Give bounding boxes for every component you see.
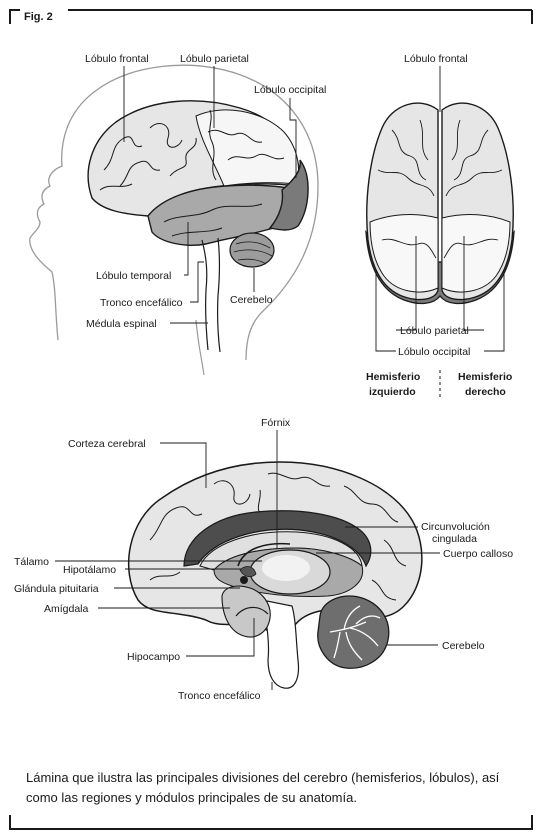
hippocampus-curve <box>235 606 269 617</box>
left-hemisphere-label-line1: Hemisferio <box>366 371 420 383</box>
sagittal-cerebellum <box>317 595 390 669</box>
label-hippocampus: Hipocampo <box>127 651 180 663</box>
frame-brackets <box>9 9 533 830</box>
temporal-folds <box>163 203 263 237</box>
label-cerebellum: Cerebelo <box>230 294 273 306</box>
topview-label-parietal: Lóbulo parietal <box>400 325 469 337</box>
amygdala-hippocampus-region <box>221 585 271 638</box>
label-cerebellum-bottom: Cerebelo <box>442 640 485 652</box>
figure-caption: Lámina que ilustra las principales divis… <box>26 770 500 805</box>
label-temporal-lobe: Lóbulo temporal <box>96 270 171 282</box>
cerebellum-folds <box>233 241 273 265</box>
label-parietal-lobe: Lóbulo parietal <box>180 53 249 65</box>
label-corpus-callosum: Cuerpo calloso <box>443 548 513 560</box>
topview-label-frontal: Lóbulo frontal <box>404 53 468 65</box>
top-view-diagram: Lóbulo frontal Lóbulo parietal Lóbulo oc… <box>365 53 515 400</box>
label-amygdala: Amígdala <box>44 603 89 615</box>
figure-label: Fig. 2 <box>24 11 53 23</box>
right-hemisphere-label-line1: Hemisferio <box>458 371 512 383</box>
head-outline <box>29 64 319 361</box>
occipital-lobe-region <box>268 159 309 231</box>
left-hemisphere-label-line2: izquierdo <box>369 386 416 398</box>
thalamus-highlight <box>262 555 310 581</box>
brainstem-region <box>201 237 221 353</box>
hypothalamus-region <box>239 566 257 578</box>
arbor-vitae <box>329 605 381 661</box>
topview-label-occipital: Lóbulo occipital <box>398 346 470 358</box>
cingulate-gyrus-region <box>183 510 372 568</box>
label-brainstem-bottom: Tronco encefálico <box>178 690 261 702</box>
topview-folds <box>377 119 503 259</box>
pituitary-gland <box>240 576 248 584</box>
head-diagram-labels: Lóbulo frontal Lóbulo parietal Lóbulo oc… <box>85 53 326 330</box>
head-profile-diagram: Lóbulo frontal Lóbulo parietal Lóbulo oc… <box>29 53 326 376</box>
label-hypothalamus: Hipotálamo <box>63 564 116 576</box>
label-brainstem: Tronco encefálico <box>100 297 183 309</box>
label-frontal-lobe: Lóbulo frontal <box>85 53 149 65</box>
label-cingulate-gyrus-line2: cingulada <box>432 533 477 545</box>
topview-parietal-region-right <box>441 214 511 293</box>
label-fornix: Fórnix <box>261 417 291 429</box>
label-cingulate-gyrus-line1: Circunvolución <box>421 521 490 533</box>
neck-outline <box>195 319 205 376</box>
sagittal-diagram: Fórnix Corteza cerebral Circunvolución c… <box>14 417 513 702</box>
label-cerebral-cortex: Corteza cerebral <box>68 438 146 450</box>
topview-parietal-region <box>369 214 439 293</box>
right-hemisphere-label-line2: derecho <box>465 386 506 398</box>
label-pituitary-gland: Glándula pituitaria <box>14 583 99 595</box>
sagittal-brainstem <box>261 599 300 689</box>
label-spinal-cord: Médula espinal <box>86 318 157 330</box>
label-thalamus: Tálamo <box>14 556 49 568</box>
sagittal-cortex-folds <box>149 472 407 601</box>
label-occipital-lobe: Lóbulo occipital <box>254 84 326 96</box>
cortex-folds <box>99 109 285 191</box>
